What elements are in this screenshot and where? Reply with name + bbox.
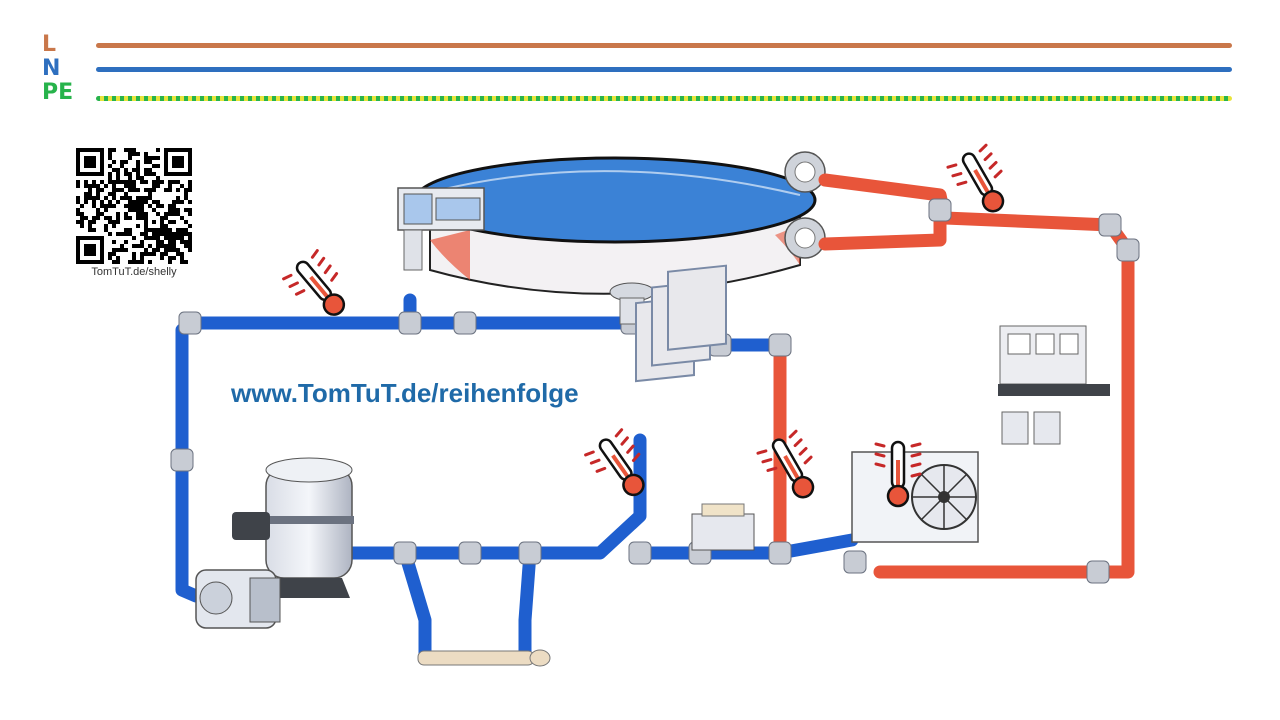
qr-code-icon bbox=[76, 148, 192, 264]
hot-pipe bbox=[1091, 218, 1135, 579]
return-nozzles bbox=[784, 151, 826, 259]
qr-code-block[interactable]: TomTuT.de/shelly bbox=[74, 148, 194, 278]
pipe-fitting bbox=[178, 311, 202, 335]
dosing-unit bbox=[998, 325, 1110, 445]
pipe-fitting bbox=[1086, 560, 1110, 584]
pipe-fitting bbox=[1116, 238, 1140, 262]
solar-panels bbox=[635, 264, 727, 383]
thermometer-icon bbox=[756, 429, 815, 499]
hot-pipe bbox=[818, 211, 947, 251]
pipe-fitting bbox=[628, 541, 652, 565]
pipe-fitting bbox=[453, 311, 477, 335]
control-box bbox=[691, 503, 755, 551]
wire-label-pe: PE bbox=[42, 80, 74, 105]
hot-pipe bbox=[818, 173, 1117, 232]
pipe-fitting bbox=[843, 550, 867, 574]
pipe-fitting bbox=[1098, 213, 1122, 237]
sand-filter bbox=[232, 457, 354, 598]
thermometer-icon bbox=[874, 440, 922, 508]
qr-caption: TomTuT.de/shelly bbox=[91, 266, 177, 278]
cold-pipe bbox=[398, 546, 432, 662]
wire-line-n bbox=[96, 67, 1232, 72]
pipe-fitting bbox=[928, 198, 952, 222]
wire-label-l: L bbox=[42, 32, 57, 57]
heat-pump bbox=[851, 451, 979, 543]
wire-line-l bbox=[96, 43, 1232, 48]
pipe-fitting bbox=[768, 333, 792, 357]
thermometer-icon bbox=[584, 428, 645, 497]
skimmer bbox=[397, 187, 485, 271]
cold-pipe bbox=[518, 546, 537, 662]
pipe-fitting bbox=[458, 541, 482, 565]
pipe-fitting bbox=[398, 311, 422, 335]
thermometer-icon bbox=[946, 143, 1005, 213]
thermometers bbox=[282, 143, 1005, 508]
pipe-fitting bbox=[768, 541, 792, 565]
pipe-fitting bbox=[170, 448, 194, 472]
bypass-manifold bbox=[417, 649, 551, 667]
wire-label-n: N bbox=[42, 56, 61, 81]
pump bbox=[195, 569, 281, 629]
wire-line-pe bbox=[96, 96, 1232, 101]
pipe-fitting bbox=[393, 541, 417, 565]
pipe-fitting bbox=[518, 541, 542, 565]
url-text[interactable]: www.TomTuT.de/reihenfolge bbox=[231, 378, 579, 408]
thermometer-icon bbox=[282, 249, 346, 316]
cold-pipe bbox=[345, 433, 647, 560]
cold-pipe bbox=[773, 533, 859, 560]
